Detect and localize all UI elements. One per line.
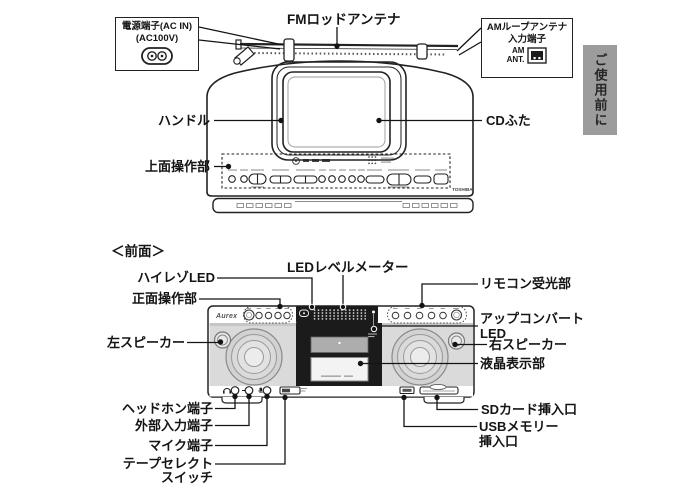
aux-in-label: 外部入力端子 xyxy=(134,418,213,433)
button-captions xyxy=(228,169,447,188)
hires-led-label: ハイレゾLED xyxy=(137,270,215,285)
left-tweeter-icon xyxy=(213,331,232,349)
keypad-grid-icon xyxy=(368,156,394,165)
tape-select-label-1: テープセレクト xyxy=(122,456,213,471)
upconvert-led-label-2: LED xyxy=(480,326,506,341)
am-antenna-label-2: 入力端子 xyxy=(507,33,546,45)
right-tweeter-icon xyxy=(447,332,466,350)
upconvert-led-icon xyxy=(372,310,375,314)
mic-label: マイク端子 xyxy=(148,438,213,453)
media-icons xyxy=(292,157,330,165)
brand-aurex: Aurex xyxy=(215,313,238,320)
device-body-top xyxy=(206,60,474,197)
right-speaker-label: 右スピーカー xyxy=(489,337,568,352)
power-terminal-callout: 電源端子(AC IN) (AC100V) xyxy=(115,17,199,71)
device-body-front xyxy=(207,305,475,398)
top-operation-panel xyxy=(221,153,451,189)
brand-toshiba: TOSHIBA xyxy=(452,187,473,192)
bottom-strip xyxy=(209,386,473,397)
headphone-label: ヘッドホン端子 xyxy=(121,401,213,416)
fm-rod-antenna-icon xyxy=(235,39,459,56)
left-speaker-icon xyxy=(225,328,283,386)
front-view-drawing: Aurex xyxy=(207,305,475,404)
section-tab-label: ご使用前に xyxy=(592,52,608,128)
tape-select-switch xyxy=(279,386,307,395)
am-jack-label-1: AM xyxy=(511,46,525,55)
lcd-label: 液晶表示部 xyxy=(480,356,546,371)
cd-lid-icon xyxy=(282,71,391,153)
aux-in-icon xyxy=(242,388,248,393)
led-matrix xyxy=(312,308,366,321)
aux-in-jack xyxy=(244,386,254,395)
trim-right xyxy=(382,323,473,326)
usb-port xyxy=(399,386,415,395)
front-control-cluster-right xyxy=(387,306,467,324)
left-speaker-label: 左スピーカー xyxy=(106,335,185,350)
top-controls-label: 上面操作部 xyxy=(144,159,210,174)
cassette-window xyxy=(310,336,369,353)
usb-label-2: 挿入口 xyxy=(479,434,519,449)
am-jack-label-2: ANT. xyxy=(506,54,525,64)
front-controls-label: 正面操作部 xyxy=(131,291,197,306)
ac-in-icon xyxy=(141,47,173,65)
handle-label: ハンドル xyxy=(157,113,210,128)
front-edge-band xyxy=(212,197,474,214)
top-panel-buttons xyxy=(228,173,449,186)
trim-left xyxy=(209,323,296,326)
am-jack-icon xyxy=(527,47,548,64)
led-meter-label: LEDレベルメーター xyxy=(287,260,409,275)
remote-sensor-label: リモコン受光部 xyxy=(480,276,572,291)
lcd-display xyxy=(310,357,369,382)
upconvert-led-label-1: アップコンバート xyxy=(480,311,585,326)
left-speaker-panel xyxy=(209,326,296,386)
hires-led-dot xyxy=(303,312,305,315)
top-view-drawing: TOSHIBA xyxy=(206,38,474,214)
sd-card-slot xyxy=(419,383,459,395)
handle-icon xyxy=(271,61,407,161)
mic-jack-icon xyxy=(258,387,264,394)
front-control-cluster-left xyxy=(243,306,293,324)
am-antenna-label-1: AMループアンテナ xyxy=(486,22,568,33)
am-antenna-callout: AMループアンテナ 入力端子 AM ANT. xyxy=(481,18,573,78)
handle-hinge-left-icon xyxy=(283,38,295,62)
led-level-meter xyxy=(296,306,378,323)
fm-antenna-label: FMロッドアンテナ xyxy=(287,12,401,27)
center-black-panel xyxy=(296,323,382,386)
right-speaker-panel xyxy=(382,326,473,386)
right-speaker-icon xyxy=(391,328,449,386)
headphone-jack-icon xyxy=(223,388,231,394)
handle-hinge-right-icon xyxy=(416,43,428,60)
sd-slot-label: SDカード挿入口 xyxy=(481,402,578,417)
usb-label-1: USBメモリー xyxy=(479,419,559,434)
cd-lid-label: CDふた xyxy=(486,113,531,128)
mic-jack xyxy=(262,386,272,395)
power-terminal-label-1: 電源端子(AC IN) xyxy=(121,21,193,32)
tape-select-label-2: スイッチ xyxy=(160,470,213,485)
headphone-jack xyxy=(230,386,240,395)
right-foot xyxy=(423,397,465,404)
section-tab-before-use: ご使用前に xyxy=(583,45,617,135)
front-section-title: ＜前面＞ xyxy=(111,244,165,259)
hires-led-icon xyxy=(299,309,309,317)
power-terminal-label-2: (AC100V) xyxy=(135,32,179,44)
ac-inlet-icon xyxy=(233,46,255,66)
left-foot xyxy=(221,397,263,404)
